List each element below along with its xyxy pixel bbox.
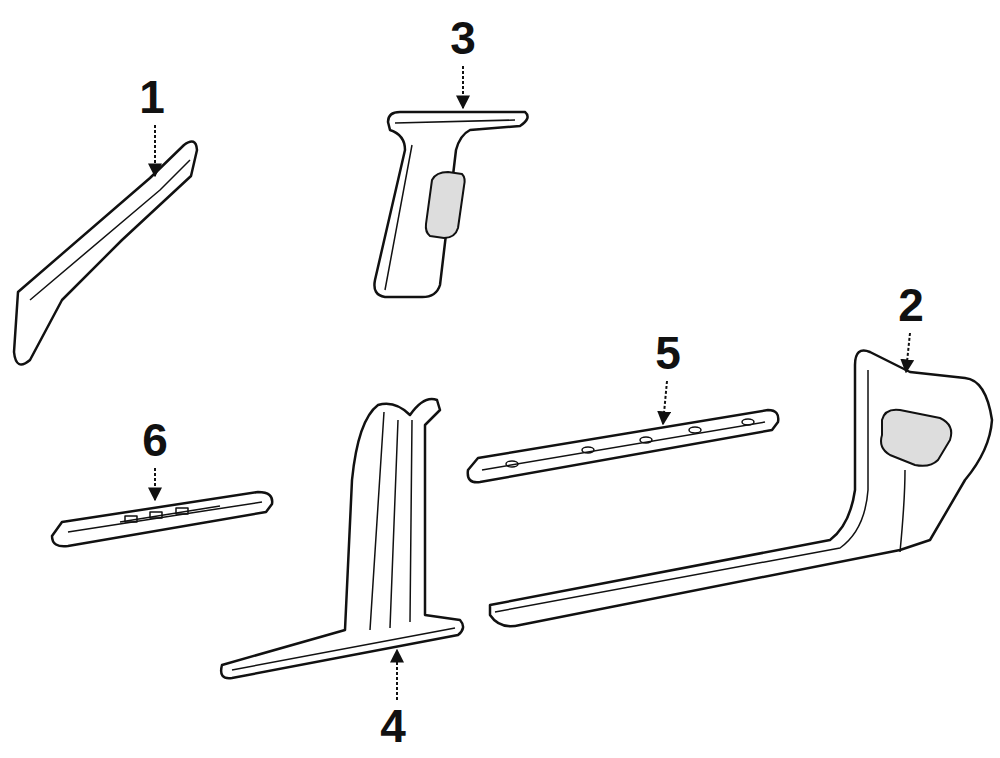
- a-pillar-trim: [14, 141, 197, 364]
- callout-number: 6: [142, 417, 168, 463]
- callout-number: 5: [655, 330, 681, 376]
- rocker-kick-panel: [490, 351, 992, 627]
- leader-line: [154, 468, 156, 500]
- sill-plate-rear: [468, 410, 779, 482]
- callout-number: 4: [380, 703, 406, 749]
- b-pillar-lower-trim: [221, 399, 463, 678]
- b-pillar-upper-trim: [374, 112, 527, 297]
- leader-line: [906, 333, 910, 372]
- leader-line: [396, 650, 398, 700]
- leader-line: [462, 66, 464, 108]
- leader-line: [154, 125, 156, 176]
- callout-number: 2: [898, 282, 924, 328]
- callout-number: 3: [450, 15, 476, 61]
- leader-line: [663, 381, 667, 424]
- sill-plate-front: [52, 492, 272, 546]
- callout-number: 1: [139, 74, 165, 120]
